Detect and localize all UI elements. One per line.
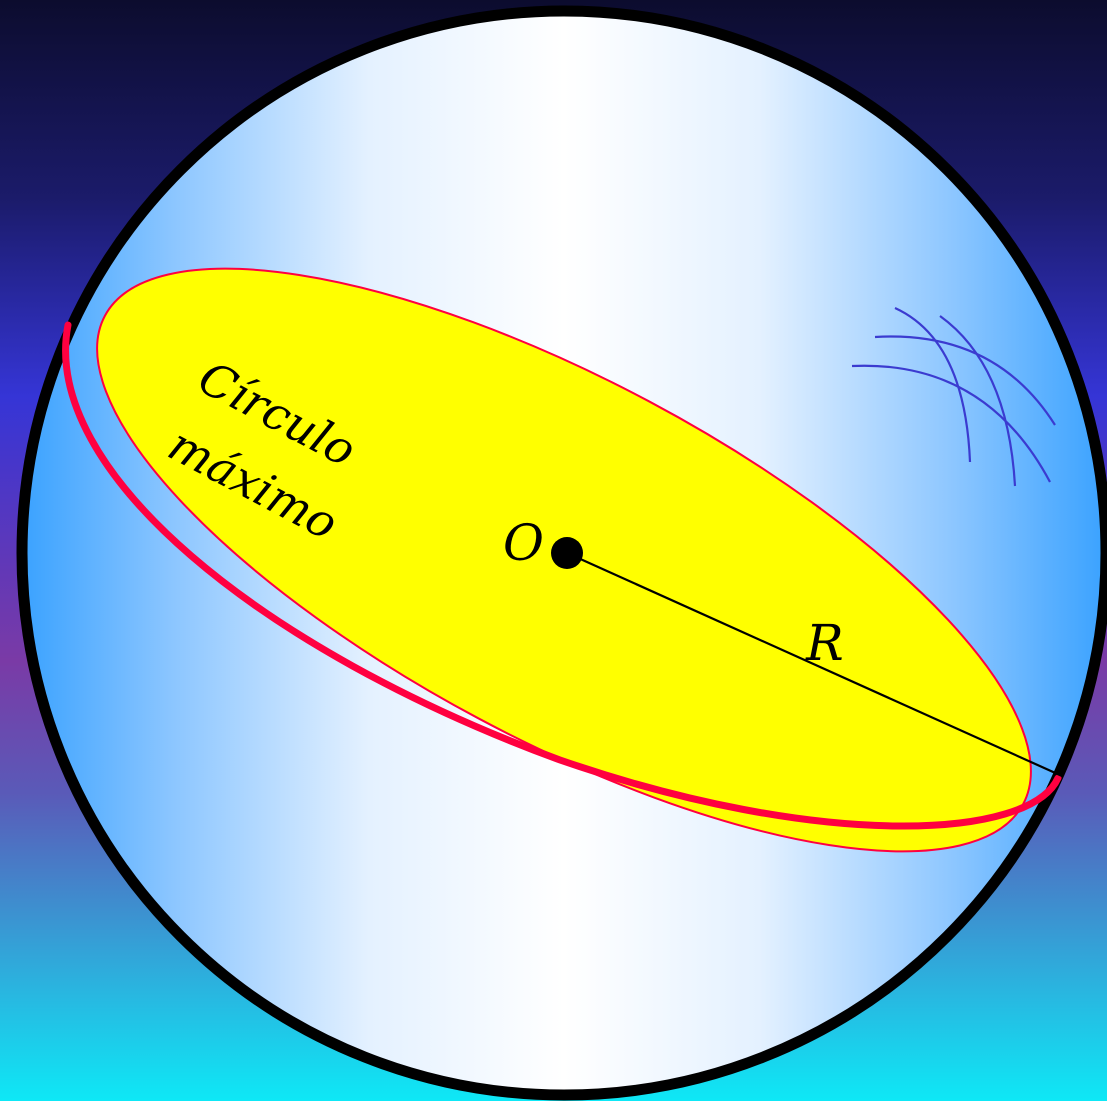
center-label: O [503, 514, 544, 572]
meridian-arc [939, 315, 1017, 487]
meridian-arcs [851, 306, 1056, 487]
parallel-arc [851, 364, 1051, 483]
parallel-arc [874, 335, 1056, 426]
great-circle-front-rim [62, 321, 1062, 830]
radius-line [566, 551, 1063, 778]
center-point [551, 537, 583, 569]
radius-label: R [805, 614, 844, 672]
meridian-arc [894, 306, 972, 463]
